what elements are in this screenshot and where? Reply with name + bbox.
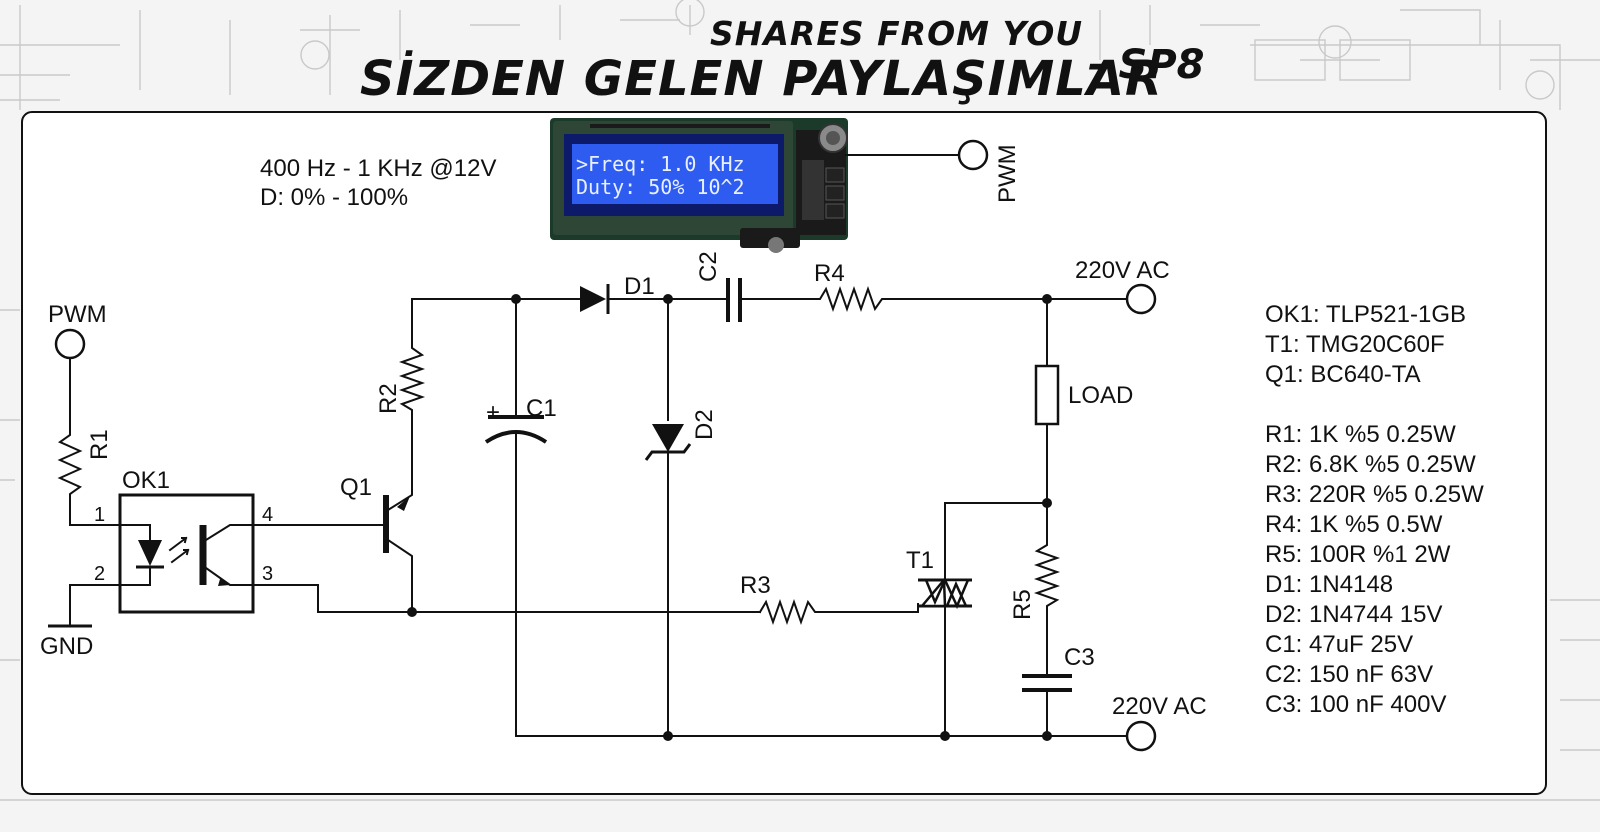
r5-resistor (1033, 502, 1061, 674)
r2-label: R2 (375, 383, 402, 414)
title-suffix: - SP8 (1088, 42, 1204, 88)
c1-plus: + (486, 399, 500, 426)
pwm-module: >Freq: 1.0 KHz Duty: 50% 10^2 (550, 118, 848, 253)
r1-label: R1 (86, 429, 113, 460)
ok1-pin3: 3 (262, 563, 273, 585)
ok1-label: OK1 (122, 467, 170, 494)
schematic-panel (21, 111, 1547, 795)
bom-item: D1: 1N4148 (1265, 571, 1393, 598)
spec-frequency: 400 Hz - 1 KHz @12V (260, 155, 496, 182)
c2-label: C2 (695, 251, 722, 282)
toggle-switch-icon (768, 237, 784, 253)
background-schematic (0, 0, 1600, 801)
r5-label: R5 (1009, 589, 1036, 620)
ok1-optocoupler (118, 493, 255, 614)
ok1-pin4: 4 (262, 504, 273, 526)
gnd-label: GND (40, 633, 93, 660)
load-block (1034, 364, 1060, 426)
title-turkish: SİZDEN GELEN PAYLAŞIMLAR (360, 50, 1163, 107)
pwm-in-label: PWM (48, 301, 107, 328)
c1-label: C1 (526, 395, 557, 422)
lcd-line2: Duty: 50% 10^2 (576, 175, 745, 199)
r3-resistor (758, 598, 919, 626)
bom-list: OK1: TLP521-1GB T1: TMG20C60F Q1: BC640-TA… (1265, 301, 1484, 718)
pwm-out-terminal (957, 139, 989, 171)
spec-duty: D: 0% - 100% (260, 184, 408, 211)
ok1-pin1: 1 (94, 504, 105, 526)
bom-item: Q1: BC640-TA (1265, 361, 1421, 388)
d2-label: D2 (691, 409, 718, 440)
pwm-out-label: PWM (994, 144, 1021, 203)
ac-bottom-label: 220V AC (1112, 693, 1207, 720)
r3-label: R3 (740, 572, 771, 599)
bom-item: R5: 100R %1 2W (1265, 541, 1451, 568)
t1-label: T1 (906, 547, 934, 574)
r4-resistor (739, 285, 1048, 313)
bom-item: R3: 220R %5 0.25W (1265, 481, 1484, 508)
lcd-line1: >Freq: 1.0 KHz (576, 152, 745, 176)
ac-top-terminal (1125, 283, 1157, 315)
d1-label: D1 (624, 273, 655, 300)
q1-label: Q1 (340, 474, 372, 501)
pwm-in-terminal (54, 328, 86, 360)
bom-item: R1: 1K %5 0.25W (1265, 421, 1456, 448)
bom-item: R4: 1K %5 0.5W (1265, 511, 1443, 538)
ac-top-label: 220V AC (1075, 257, 1170, 284)
lcd-screen (572, 144, 778, 204)
bom-item: OK1: TLP521-1GB (1265, 301, 1466, 328)
c3-label: C3 (1064, 644, 1095, 671)
d1-diode (580, 286, 606, 312)
d2-zener (652, 424, 684, 452)
bom-item: C3: 100 nF 400V (1265, 691, 1446, 718)
bom-item: T1: TMG20C60F (1265, 331, 1445, 358)
bom-item: C1: 47uF 25V (1265, 631, 1413, 658)
load-label: LOAD (1068, 382, 1133, 409)
bom-item: D2: 1N4744 15V (1265, 601, 1442, 628)
ac-bottom-terminal (1125, 720, 1157, 752)
ok1-pin2: 2 (94, 563, 105, 585)
bom-item: C2: 150 nF 63V (1265, 661, 1433, 688)
bom-item: R2: 6.8K %5 0.25W (1265, 451, 1476, 478)
r4-label: R4 (814, 260, 845, 287)
title-english: SHARES FROM YOU (710, 14, 1083, 53)
